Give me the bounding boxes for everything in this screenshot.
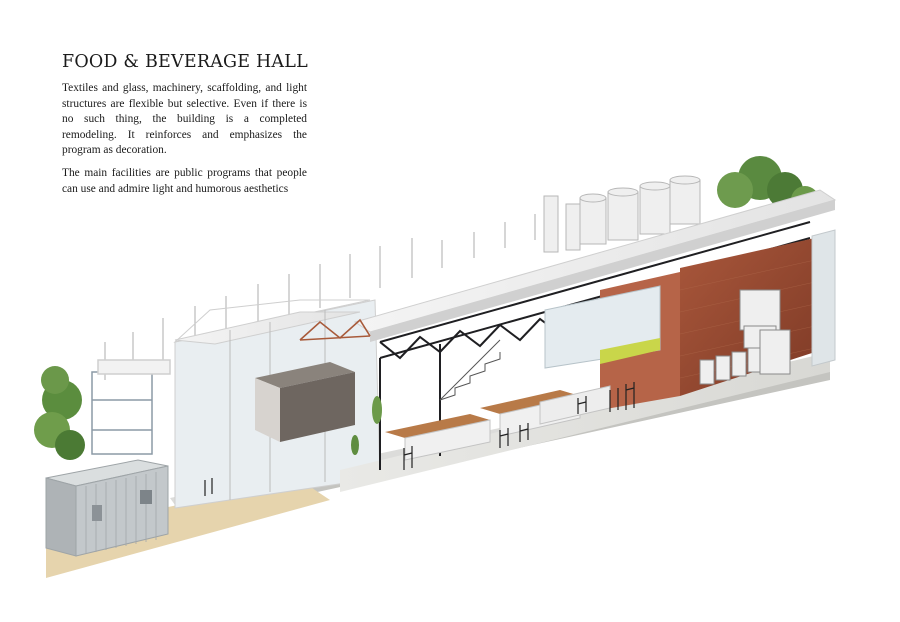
timber-truss	[299, 318, 371, 341]
scaffold-poles	[104, 214, 536, 380]
description-paragraph-1: Textiles and glass, machinery, scaffoldi…	[62, 82, 307, 157]
page-title: FOOD & BEVERAGE HALL	[62, 52, 308, 72]
interior-plants	[351, 396, 382, 455]
brewing-equipment	[699, 289, 791, 385]
shipping-container	[45, 459, 169, 557]
right-glass-extension	[811, 229, 836, 367]
description-paragraph-2: The main facilities are public programs …	[62, 166, 307, 195]
description-block: FOOD & BEVERAGE HALL Textiles and glass,…	[62, 52, 308, 204]
green-light	[600, 338, 660, 364]
staircase	[439, 339, 501, 401]
stair-tower	[91, 359, 171, 455]
sand-ground	[46, 480, 330, 578]
hall-floor	[340, 352, 830, 492]
rooftop-tanks	[543, 175, 701, 253]
tree-left	[34, 366, 85, 460]
suspended-box	[255, 362, 355, 442]
chairs	[204, 382, 635, 496]
